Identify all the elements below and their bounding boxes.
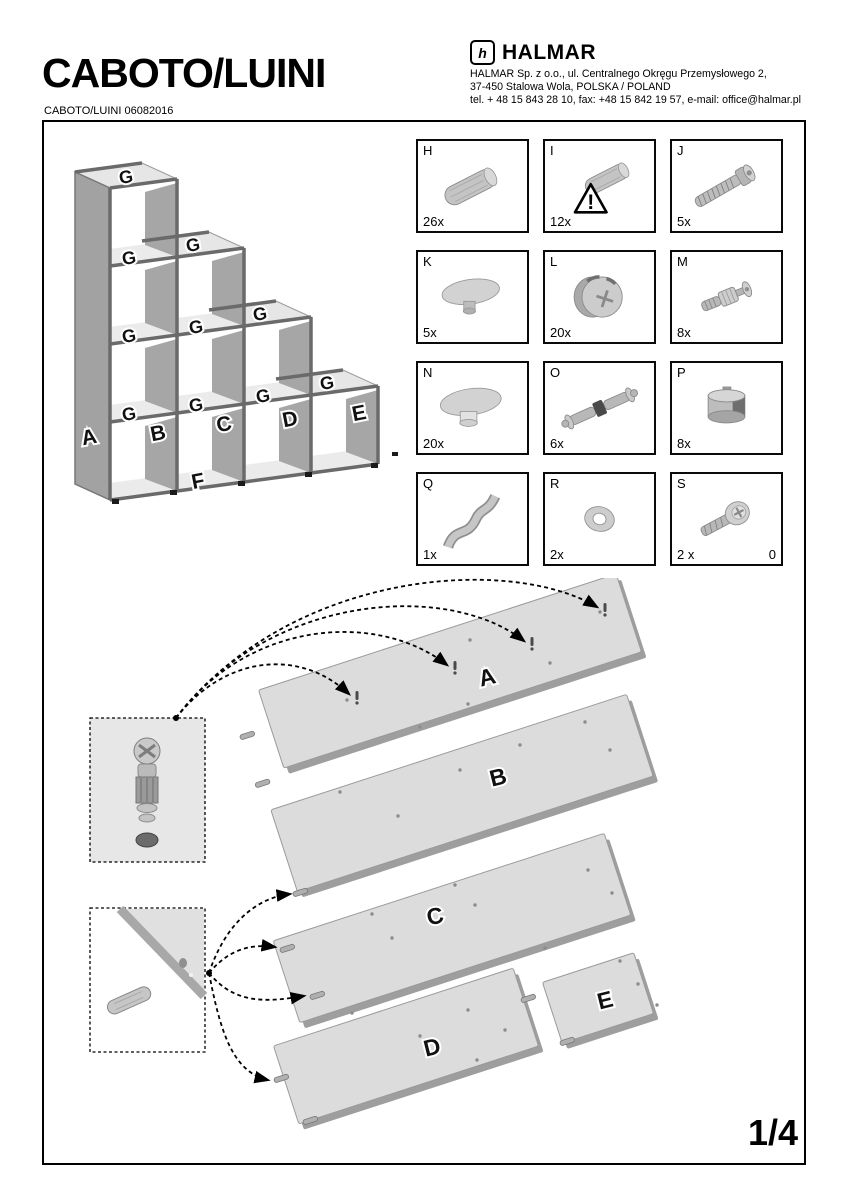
panel-d — [273, 968, 543, 1130]
confirmat-screw-icon — [694, 164, 756, 207]
cover-cap-large-icon — [439, 387, 502, 427]
shelf-label-b: B — [148, 421, 167, 446]
shelf-overview-diagram: G G G G G G G G G G A B C D E F — [73, 161, 398, 504]
part-letter: K — [423, 254, 432, 269]
shelf-label-g: G — [185, 234, 202, 256]
shelf-labels: G G G G G G G G G G — [116, 164, 338, 427]
edge-dowels — [239, 730, 575, 1125]
wood-dowel-icon — [444, 167, 498, 206]
shelf-feet — [112, 452, 398, 504]
page-number: 1/4 — [747, 1112, 798, 1153]
panel-a — [258, 578, 646, 774]
double-ended-bolt-icon — [561, 387, 638, 430]
shelf-label-g: G — [121, 403, 138, 425]
part-letter: P — [677, 365, 686, 380]
detail-box-cam-bolt — [89, 717, 206, 863]
hardware-box-p: P 8x — [670, 361, 783, 455]
part-letter: O — [550, 365, 561, 380]
hardware-parts-grid: H 26x I — [416, 139, 783, 566]
part-quantity: 1x — [423, 547, 437, 562]
brand-address-line1: HALMAR Sp. z o.o., ul. Centralnego Okręg… — [470, 68, 767, 80]
part-quantity: 2 x — [677, 547, 695, 562]
page-title: CABOTO/LUINI — [42, 50, 326, 96]
brand-address: HALMAR Sp. z o.o., ul. Centralnego Okręg… — [470, 68, 806, 107]
document-code: CABOTO/LUINI 06082016 — [44, 105, 174, 117]
shelf-panel-labels: A B C D E F — [77, 399, 370, 496]
shelf-label-g: G — [121, 325, 138, 347]
part-extra-mark: 0 — [768, 547, 776, 562]
part-quantity: 8x — [677, 325, 691, 340]
shelf-side-panel-a — [74, 170, 111, 502]
part-quantity: 8x — [677, 436, 691, 451]
hardware-box-o: O 6x — [543, 361, 656, 455]
svg-text:!: ! — [587, 191, 594, 214]
cover-cap-icon — [441, 278, 500, 315]
part-quantity: 6x — [550, 436, 564, 451]
assembly-arrows-top — [175, 578, 600, 719]
cam-bolt-icon — [701, 281, 753, 312]
hardware-box-k: K 5x — [416, 250, 529, 344]
part-letter: S — [677, 476, 686, 491]
panel-c — [273, 833, 636, 1028]
brand-name: HALMAR — [502, 40, 596, 64]
part-quantity: 12x — [550, 214, 571, 229]
wood-dowel-warning-icon: ! — [573, 162, 630, 214]
hardware-box-n: N 20x — [416, 361, 529, 455]
exploded-assembly-diagram: A B C D E — [89, 578, 659, 1130]
part-letter: N — [423, 365, 433, 380]
flexible-strip-icon — [443, 493, 501, 550]
dowels-on-panel-a — [355, 603, 607, 705]
panel-hole-dots — [338, 610, 659, 1062]
part-letter: J — [677, 143, 684, 158]
part-letter: I — [550, 143, 554, 158]
warning-triangle-icon: ! — [573, 182, 608, 214]
shelf-label-g: G — [252, 303, 269, 325]
hardware-box-m: M 8x — [670, 250, 783, 344]
foot-glide-icon — [707, 386, 746, 424]
hardware-box-i: I ! 12x — [543, 139, 656, 233]
part-quantity: 26x — [423, 214, 444, 229]
part-letter: H — [423, 143, 433, 158]
part-letter: L — [550, 254, 558, 269]
shelf-label-d: D — [280, 407, 299, 432]
shelf-label-g: G — [121, 247, 138, 269]
halmar-logo-icon: h — [470, 40, 495, 65]
shelf-label-g: G — [255, 385, 272, 407]
hardware-box-s: S 2 x 0 — [670, 472, 783, 566]
hardware-box-j: J 5x — [670, 139, 783, 233]
hardware-box-r: R 2x — [543, 472, 656, 566]
part-quantity: 5x — [423, 325, 437, 340]
panel-b — [270, 694, 658, 897]
hardware-box-q: Q 1x — [416, 472, 529, 566]
part-letter: M — [677, 254, 688, 269]
brand-block: h HALMAR HALMAR Sp. z o.o., ul. Centraln… — [470, 40, 806, 107]
brand-address-line2: 37-450 Stalowa Wola, POLSKA / POLAND — [470, 81, 671, 93]
shelf-label-c: C — [214, 412, 233, 437]
washer-icon — [584, 506, 615, 532]
shelf-label-g: G — [319, 372, 336, 394]
detail-box-dowel — [89, 905, 208, 1053]
part-quantity: 20x — [550, 325, 571, 340]
part-letter: R — [550, 476, 560, 491]
part-quantity: 2x — [550, 547, 564, 562]
shelf-label-g: G — [188, 394, 205, 416]
hardware-box-l: L 20x — [543, 250, 656, 344]
part-letter: Q — [423, 476, 434, 491]
shelf-label-e: E — [350, 401, 368, 426]
part-quantity: 5x — [677, 214, 691, 229]
hardware-box-h: H 26x — [416, 139, 529, 233]
shelf-label-a: A — [79, 425, 98, 450]
panel-e — [542, 952, 659, 1049]
assembly-arrows-bottom — [208, 889, 307, 1084]
shelf-label-g: G — [118, 166, 135, 188]
brand-address-line3: tel. + 48 15 843 28 10, fax: +48 15 842 … — [470, 94, 801, 106]
shelf-frame-edges — [74, 161, 380, 502]
cam-lock-icon — [573, 275, 623, 318]
pan-head-screw-icon — [700, 501, 750, 536]
part-quantity: 20x — [423, 436, 444, 451]
content-frame — [42, 120, 806, 1165]
shelf-label-g: G — [188, 316, 205, 338]
